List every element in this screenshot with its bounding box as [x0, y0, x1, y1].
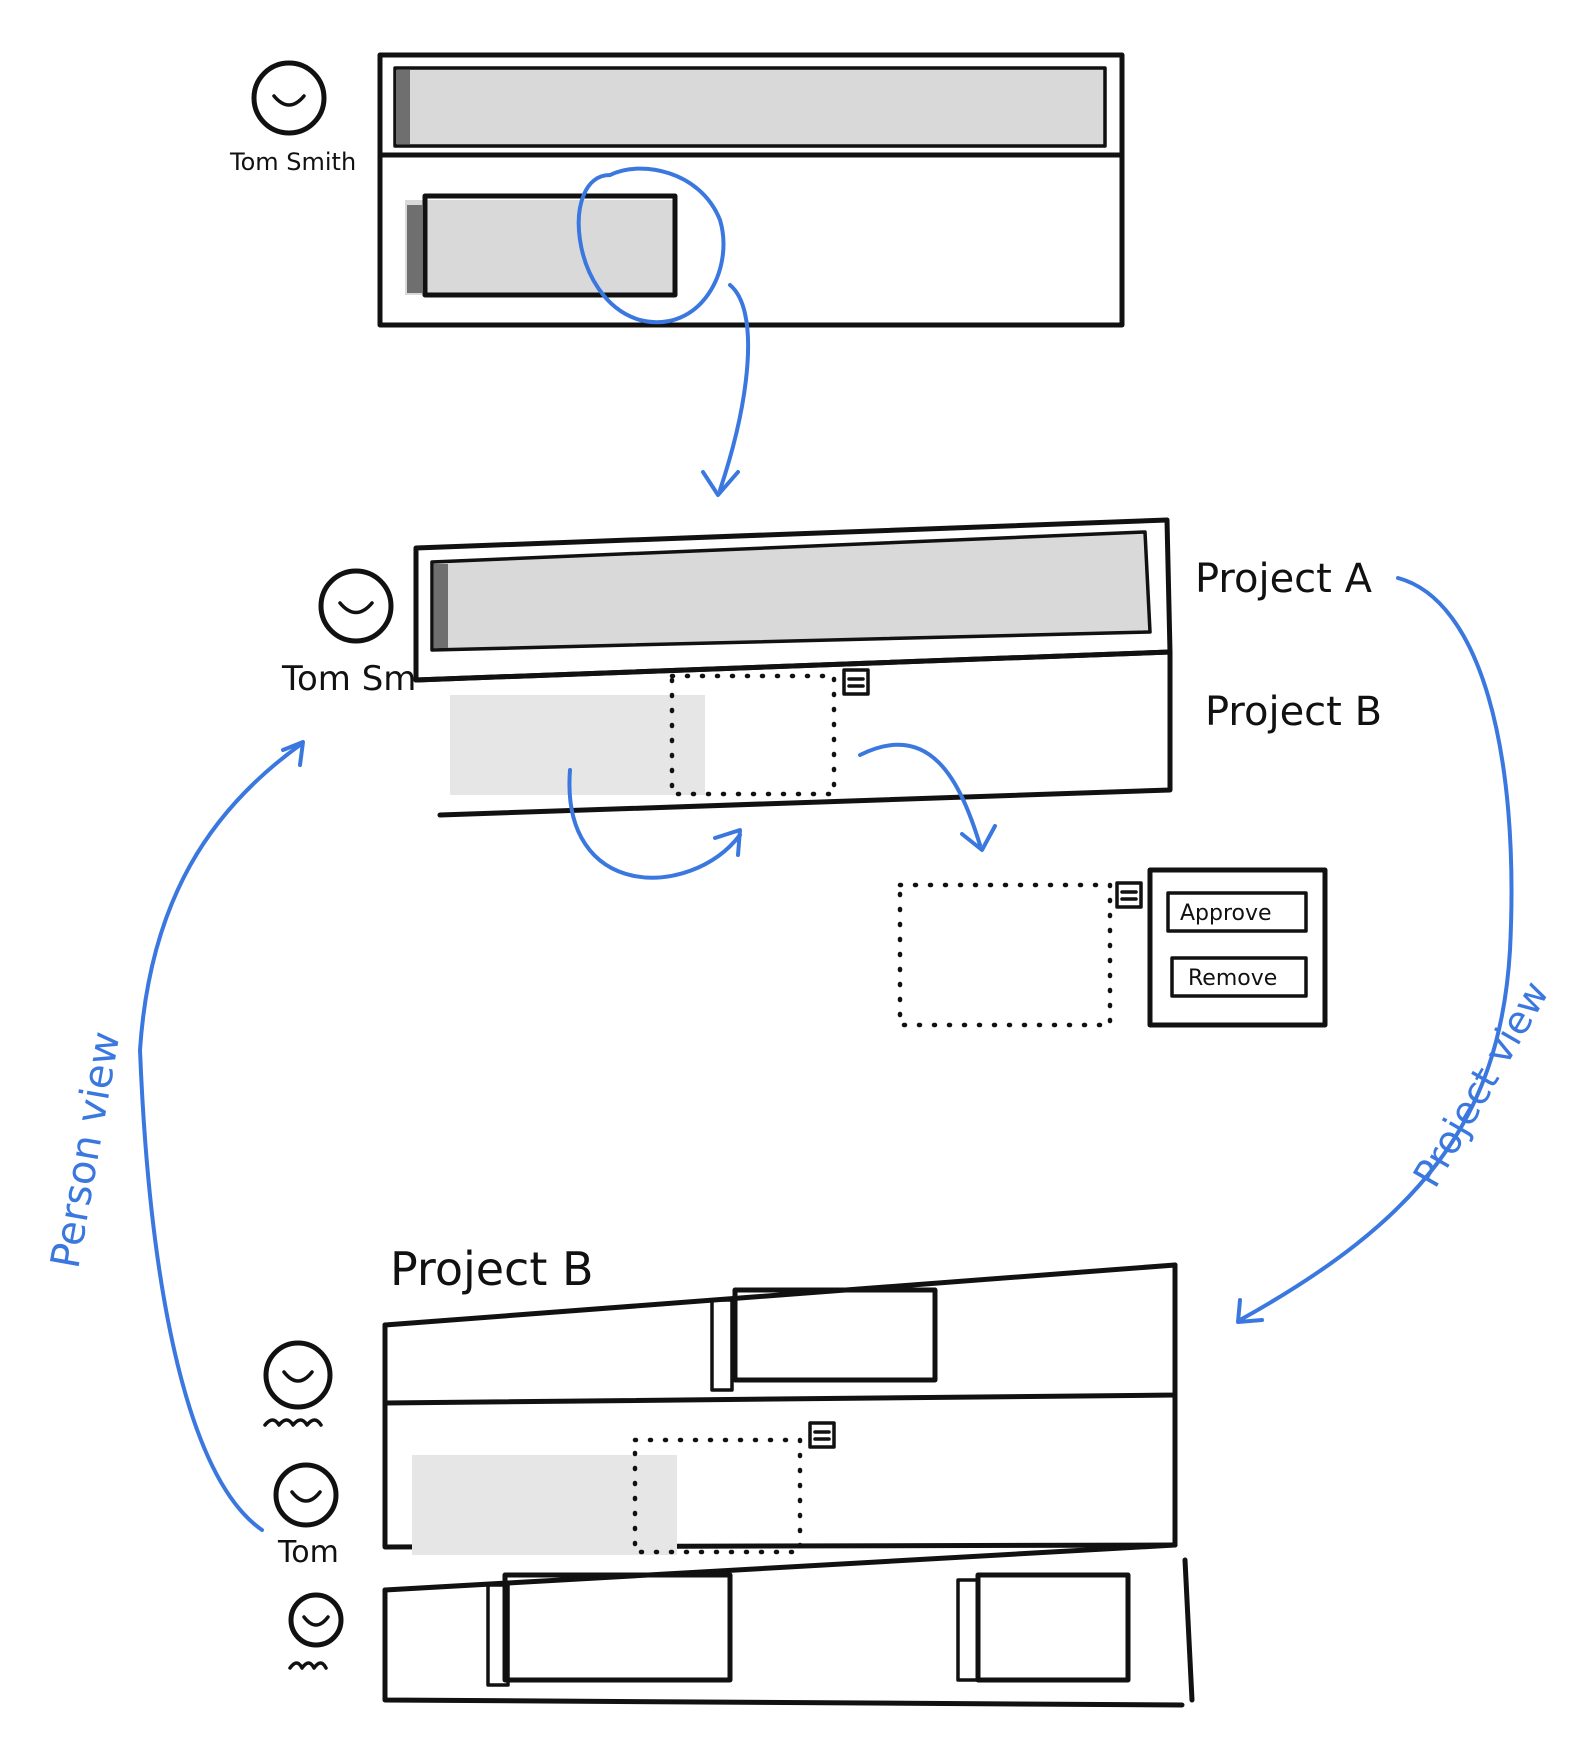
top-view: Tom Smith	[229, 52, 1125, 328]
drop-target[interactable]	[632, 1437, 803, 1555]
bar-handle[interactable]	[710, 1298, 734, 1392]
person-name: Tom Sm	[281, 659, 416, 699]
approval-popup: Approve Remove	[897, 867, 1328, 1028]
project-view-label: Project view	[1405, 974, 1558, 1195]
project-b-label: Project B	[1205, 689, 1382, 735]
person-row-2	[382, 1400, 1178, 1550]
person-view-label: Person view	[43, 1028, 130, 1272]
avatar-icon	[318, 568, 394, 644]
assignment-bar[interactable]	[975, 1572, 1131, 1683]
drag-arrows	[567, 742, 997, 880]
approve-button[interactable]	[1166, 891, 1308, 933]
avatar-icon	[251, 60, 327, 136]
note-icon[interactable]	[808, 1421, 836, 1449]
project-b-bar[interactable]	[405, 200, 675, 295]
assignment-bar[interactable]	[732, 1287, 938, 1383]
remove-label: Remove	[1188, 966, 1277, 991]
ghost-bar[interactable]	[412, 1455, 677, 1555]
avatar-icon	[263, 1340, 333, 1427]
schedule-row-2	[377, 152, 1125, 328]
person-name: Tom	[277, 1535, 339, 1570]
person-row-3	[382, 1587, 1185, 1708]
note-icon[interactable]	[1115, 881, 1143, 909]
project-title: Project B	[390, 1242, 594, 1296]
project-a-label: Project A	[1195, 556, 1373, 602]
person-view-arrow: Person view	[43, 740, 305, 1532]
bottom-view: Project B	[263, 1242, 1195, 1708]
remove-button[interactable]	[1170, 956, 1308, 998]
bar-handle[interactable]	[407, 205, 423, 293]
project-a-bar[interactable]	[395, 68, 1105, 146]
avatar-icon	[273, 1462, 339, 1528]
assignment-bar[interactable]	[502, 1572, 733, 1683]
note-icon[interactable]	[842, 668, 870, 696]
zoom-arrow	[576, 166, 751, 497]
middle-view: Tom Sm Project A Project B	[281, 517, 1382, 818]
bar-handle[interactable]	[434, 564, 448, 648]
pending-slot[interactable]	[897, 882, 1113, 1028]
ghost-bar[interactable]	[450, 695, 705, 795]
project-a-bar[interactable]	[432, 532, 1150, 650]
project-b-row	[413, 649, 1173, 818]
person-name: Tom Smith	[229, 148, 356, 176]
bar-handle[interactable]	[956, 1578, 980, 1682]
popup-panel	[1147, 867, 1328, 1028]
approve-label: Approve	[1180, 901, 1272, 926]
avatar-icon	[288, 1592, 344, 1670]
drop-target[interactable]	[669, 673, 837, 797]
bar-handle[interactable]	[486, 1583, 510, 1687]
bar-handle[interactable]	[396, 70, 410, 144]
